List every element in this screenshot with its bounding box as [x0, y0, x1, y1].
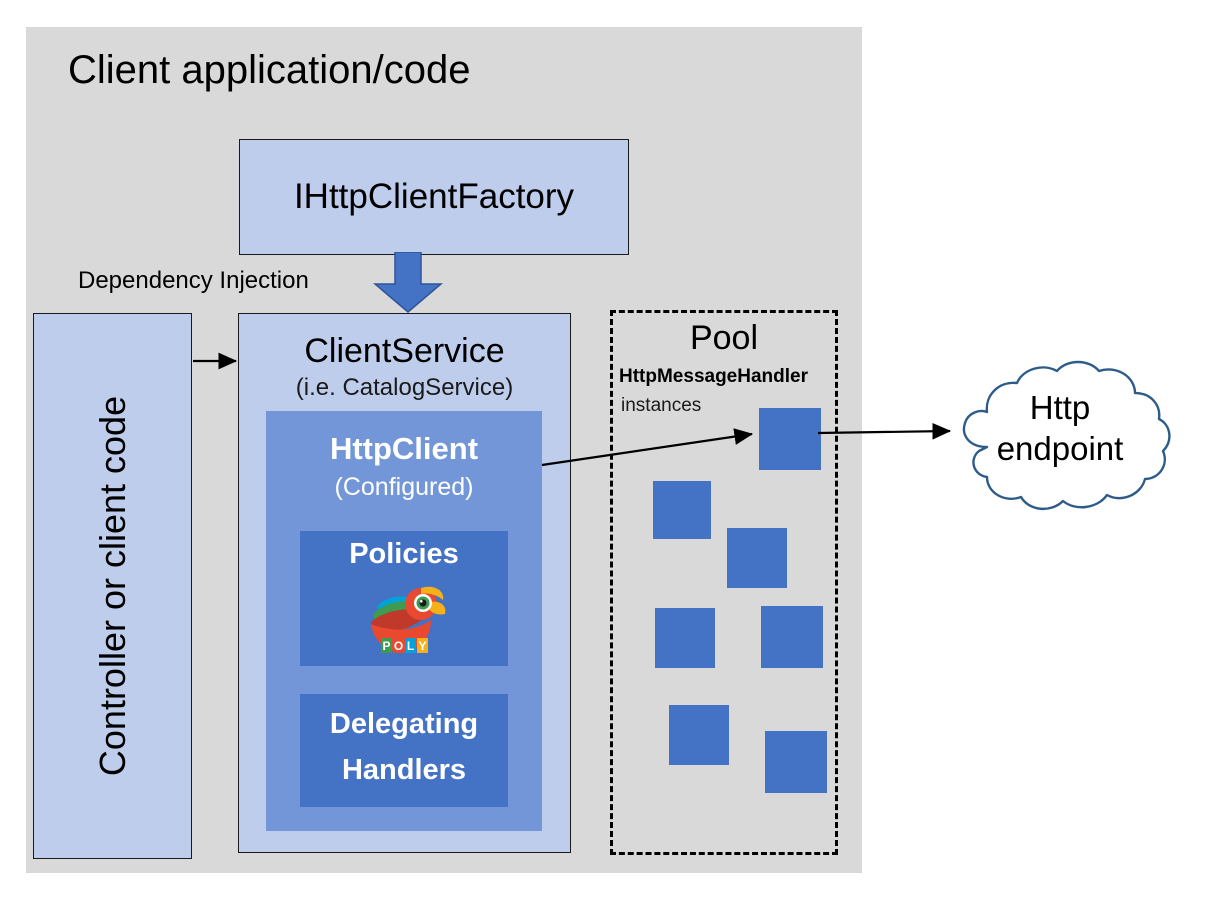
controller-or-client-code-label: Controller or client code	[91, 395, 133, 777]
delegating-handlers-line-2: Handlers	[341, 754, 467, 786]
handler-instance-square[interactable]	[727, 528, 787, 588]
policies-title: Policies	[349, 538, 459, 570]
httpclient-title: HttpClient	[329, 431, 479, 466]
cloud-icon	[962, 360, 1171, 510]
controller-or-client-code-box[interactable]: Controller or client code	[33, 313, 192, 859]
pool-subtitle-httpmessagehandler: HttpMessageHandler	[619, 366, 808, 387]
http-endpoint-cloud[interactable]: Http endpoint	[935, 355, 1185, 530]
httpclient-subtitle: (Configured)	[334, 473, 474, 501]
svg-text:O: O	[394, 639, 403, 653]
ihttpclientfactory-label: IHttpClientFactory	[293, 177, 575, 216]
client-application-title: Client application/code	[68, 48, 471, 92]
ihttpclientfactory-box[interactable]: IHttpClientFactory	[239, 139, 629, 255]
handler-instance-square[interactable]	[765, 731, 827, 793]
handler-instance-square[interactable]	[669, 705, 729, 765]
http-endpoint-line-1: Http	[1029, 389, 1091, 426]
http-endpoint-line-2: endpoint	[996, 430, 1124, 468]
svg-text:L: L	[407, 639, 414, 653]
svg-text:Y: Y	[418, 639, 426, 653]
clientservice-subtitle: (i.e. CatalogService)	[295, 374, 514, 401]
down-block-arrow-icon	[373, 252, 443, 314]
pool-title: Pool	[689, 319, 759, 357]
httpclient-box[interactable]: HttpClient (Configured) Policies	[266, 411, 542, 831]
handler-instance-square[interactable]	[655, 608, 715, 668]
handler-instance-square[interactable]	[653, 481, 711, 539]
dependency-injection-label: Dependency Injection	[78, 267, 309, 294]
handler-instance-square[interactable]	[761, 606, 823, 668]
handler-instance-square[interactable]	[759, 408, 821, 470]
http-endpoint-label: Http endpoint	[935, 387, 1185, 470]
clientservice-box[interactable]: ClientService (i.e. CatalogService) Http…	[238, 313, 571, 853]
delegating-handlers-line-1: Delegating	[329, 708, 479, 740]
clientservice-title: ClientService	[304, 332, 505, 370]
polly-parrot-logo-icon: P O L Y	[359, 576, 449, 660]
delegating-handlers-box[interactable]: Delegating Handlers	[300, 694, 508, 807]
svg-text:P: P	[382, 639, 390, 653]
policies-box[interactable]: Policies	[300, 531, 508, 666]
pool-box[interactable]: Pool HttpMessageHandler instances	[610, 310, 838, 855]
pool-subtitle-instances: instances	[621, 395, 702, 416]
